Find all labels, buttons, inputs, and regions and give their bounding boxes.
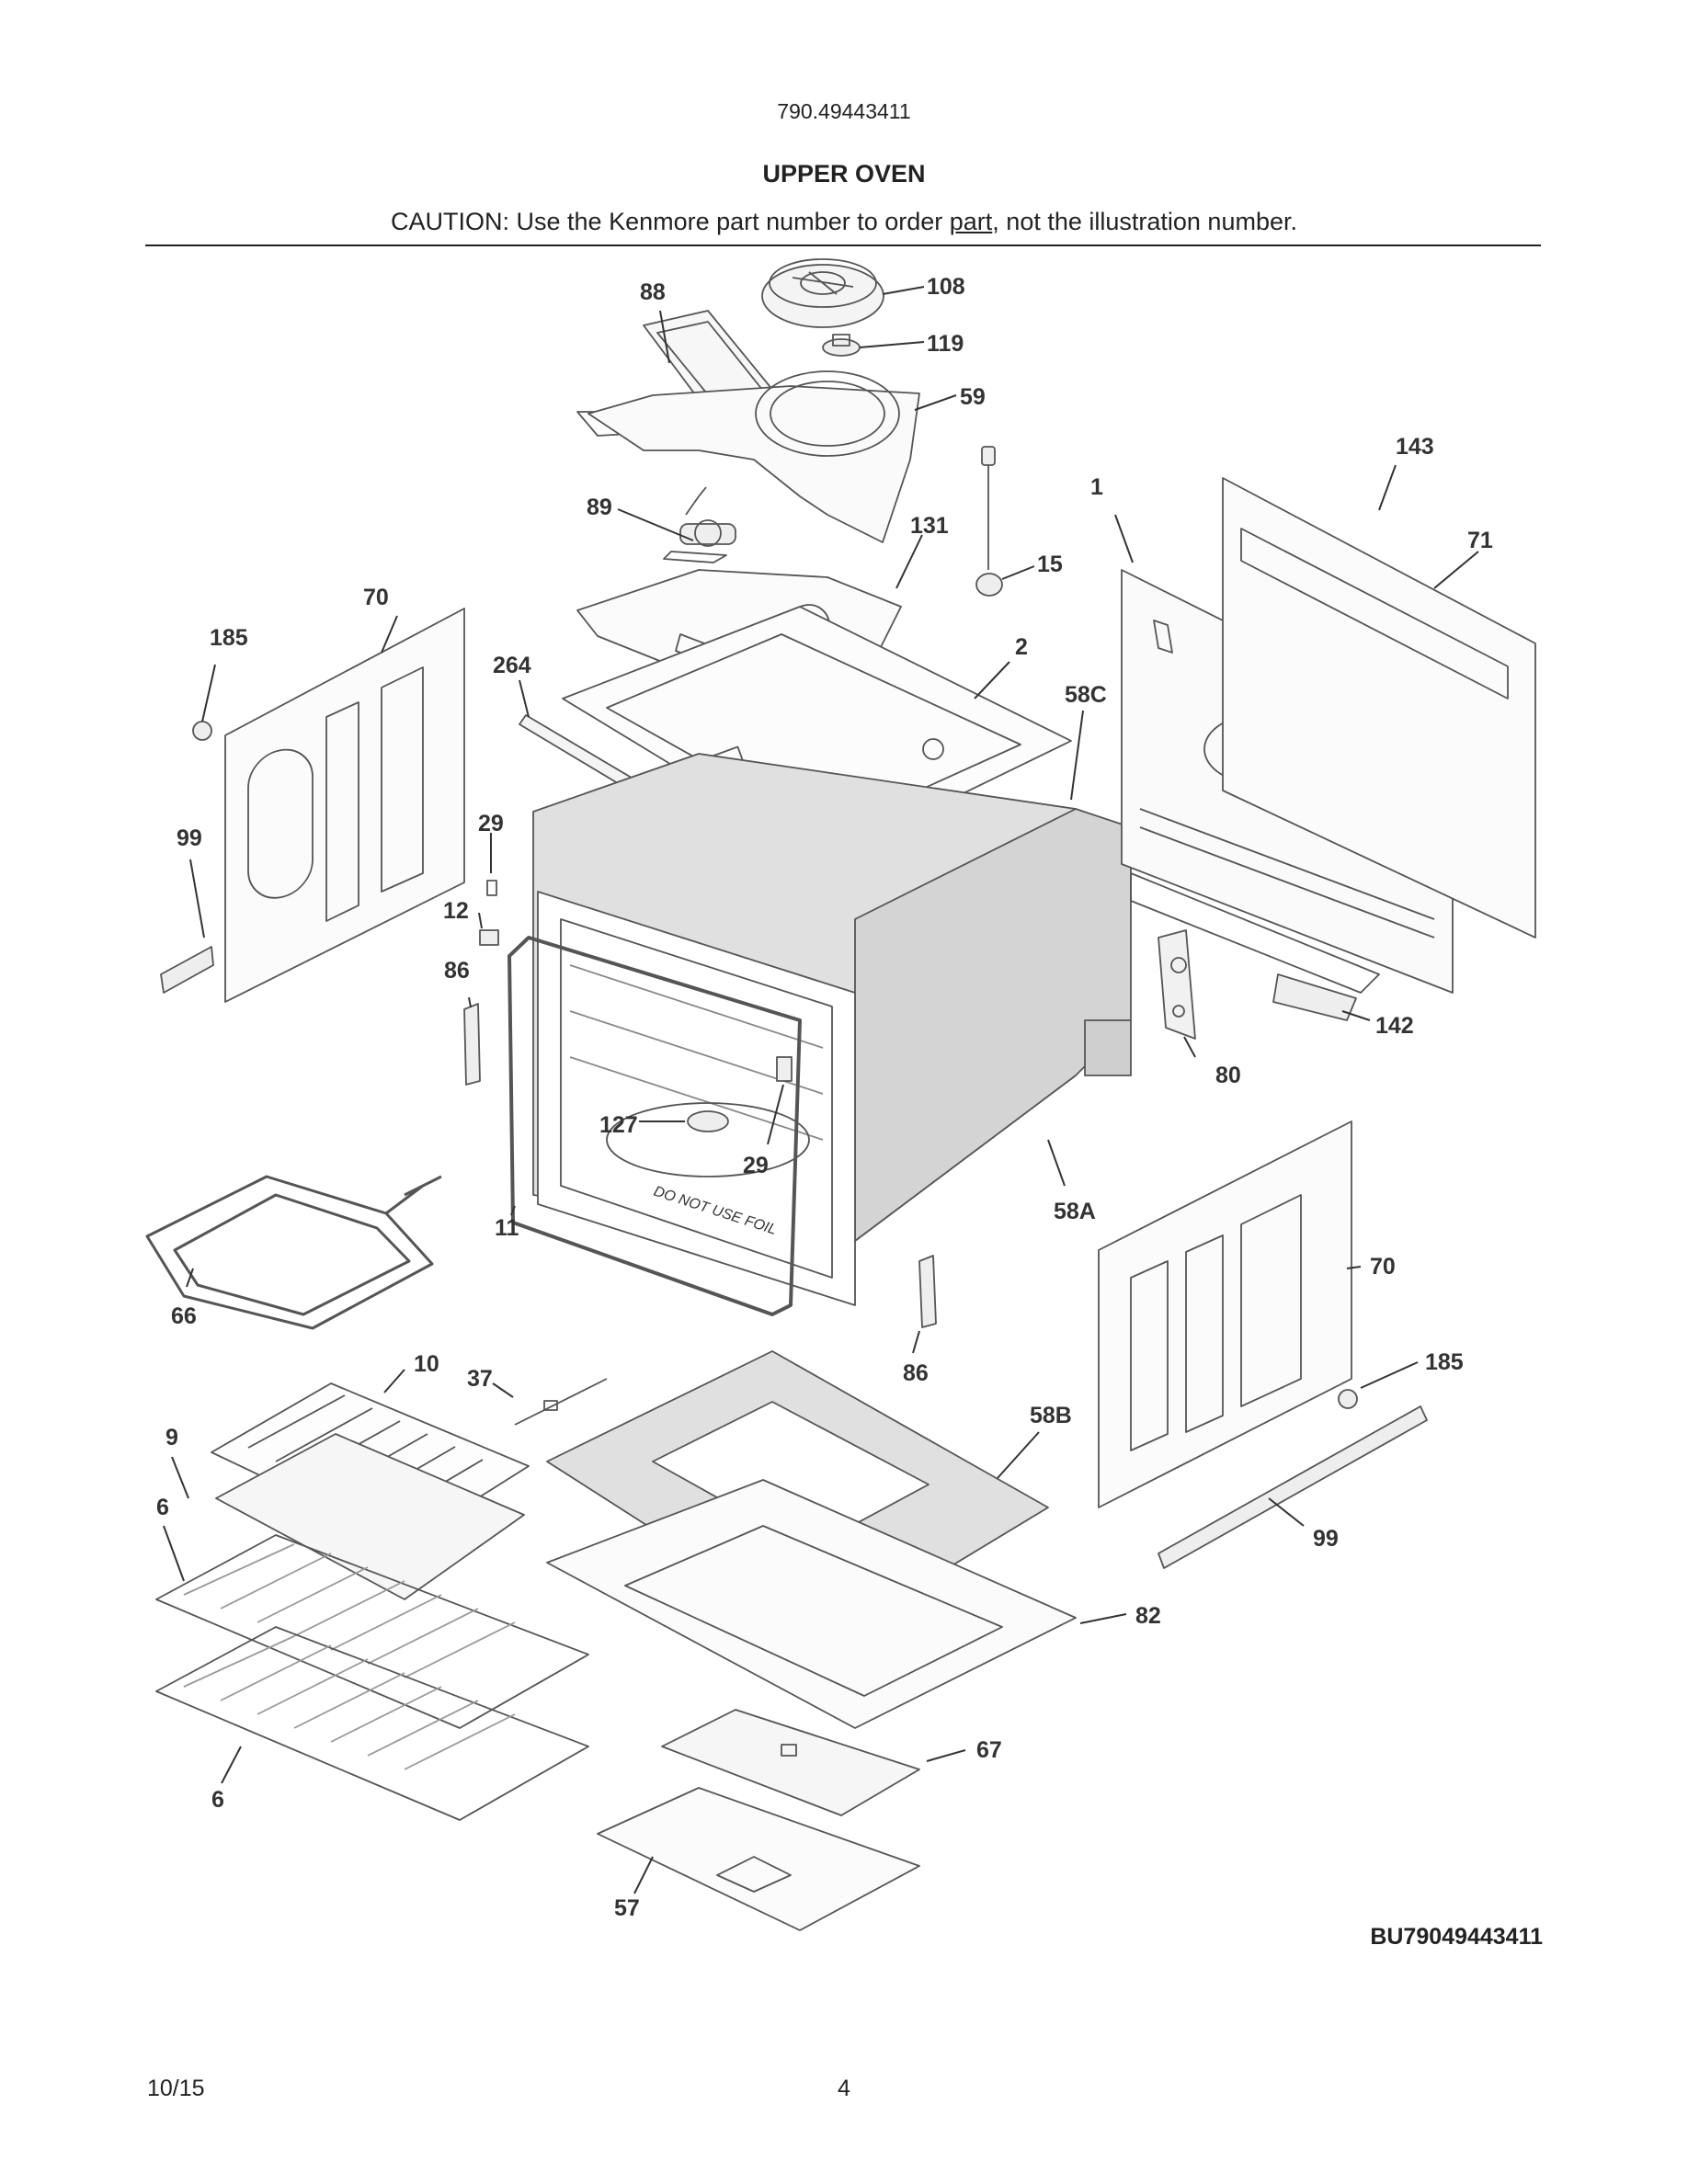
callout-142: 142	[1375, 1013, 1414, 1039]
callout-58B: 58B	[1030, 1403, 1072, 1428]
callout-58A: 58A	[1054, 1199, 1096, 1224]
callout-80: 80	[1215, 1063, 1241, 1088]
callout-15: 15	[1037, 552, 1063, 577]
oven-light-part	[514, 1378, 608, 1426]
callout-6-upper: 6	[156, 1495, 169, 1520]
callout-131: 131	[910, 513, 949, 539]
callout-185-right: 185	[1425, 1349, 1464, 1375]
callout-127: 127	[599, 1112, 638, 1138]
callout-12: 12	[443, 898, 469, 924]
revision-date: 10/15	[147, 2076, 205, 2101]
callout-82: 82	[1135, 1603, 1161, 1629]
convection-element-part	[663, 486, 736, 563]
callout-185-left: 185	[210, 625, 248, 651]
bake-element-sensor-part	[687, 1110, 729, 1132]
mounting-bracket-part	[1158, 929, 1196, 1040]
callout-89: 89	[587, 495, 612, 520]
callout-70-right: 70	[1370, 1254, 1396, 1280]
callout-86-right: 86	[903, 1360, 929, 1386]
lower-oven-rack-part	[155, 1626, 589, 1821]
fan-shroud-part	[587, 370, 920, 543]
hinge-receptacle-part	[486, 880, 497, 896]
callout-10: 10	[414, 1351, 439, 1377]
door-light-part	[776, 1056, 793, 1082]
callout-9: 9	[165, 1425, 178, 1450]
callout-37: 37	[467, 1366, 493, 1392]
broil-element-part	[145, 1175, 442, 1330]
upper-oven-rack-part	[155, 1534, 589, 1729]
left-rack-slide-part	[160, 946, 214, 994]
callout-119: 119	[927, 331, 964, 357]
header-divider	[145, 245, 1541, 246]
callout-108: 108	[927, 274, 965, 300]
page-number: 4	[838, 2076, 850, 2101]
oven-cavity-front-part: DO NOT USE FOIL	[537, 891, 856, 1306]
callout-11: 11	[495, 1215, 519, 1241]
callout-70-left: 70	[363, 585, 389, 610]
callout-57: 57	[614, 1895, 640, 1921]
diagram-reference-code: BU79049443411	[1370, 1924, 1543, 1950]
left-bumper-part	[192, 721, 212, 741]
caution-part-word: part	[949, 208, 993, 235]
right-hinge-part	[918, 1255, 937, 1328]
callout-29-lower: 29	[743, 1153, 769, 1178]
caution-notice: CAUTION: Use the Kenmore part number to …	[0, 208, 1688, 236]
callout-264: 264	[493, 653, 531, 678]
left-side-panel-part	[224, 608, 465, 1003]
callout-58C: 58C	[1065, 682, 1107, 708]
callout-71: 71	[1467, 528, 1493, 553]
callout-2: 2	[1015, 634, 1028, 660]
caution-prefix: CAUTION: Use the Kenmore part number to …	[391, 208, 950, 235]
callout-labels: 88 108 119 59 143 1 71 89 131 15 70 185 …	[156, 274, 1493, 1921]
callout-1: 1	[1090, 474, 1103, 500]
callout-99-right: 99	[1313, 1526, 1339, 1552]
exploded-parts-diagram: DO NOT USE FOIL	[145, 258, 1536, 1931]
rear-outer-cover-part	[1222, 477, 1536, 938]
callout-88: 88	[640, 279, 666, 305]
caution-suffix: , not the illustration number.	[992, 208, 1297, 235]
callout-143: 143	[1396, 434, 1434, 460]
callout-29-upper: 29	[478, 811, 504, 836]
broil-pan-part	[215, 1433, 525, 1600]
page-title: UPPER OVEN	[762, 160, 926, 188]
oven-sensor-part	[975, 446, 1003, 597]
callout-86-left: 86	[444, 958, 470, 984]
right-side-panel-part	[1098, 1120, 1352, 1508]
oven-bottom-part	[597, 1787, 920, 1931]
callout-6-lower: 6	[211, 1787, 224, 1813]
callout-66: 66	[171, 1303, 197, 1329]
callout-67: 67	[976, 1737, 1002, 1763]
left-hinge-part	[463, 1003, 481, 1086]
callout-59: 59	[960, 384, 986, 410]
right-bumper-part	[1338, 1389, 1358, 1409]
right-rack-slide-part	[1158, 1405, 1428, 1569]
bottom-frame-part	[546, 1479, 1077, 1729]
callout-99-left: 99	[177, 825, 202, 851]
rear-vent-part	[1272, 973, 1357, 1021]
door-switch-part	[479, 929, 499, 946]
convection-fan-motor-part	[761, 258, 884, 328]
fan-thermostat-part	[822, 334, 861, 357]
door-gasket-part	[508, 936, 802, 1316]
bake-element-cover-part	[661, 1709, 920, 1816]
model-number: 790.49443411	[777, 99, 911, 123]
